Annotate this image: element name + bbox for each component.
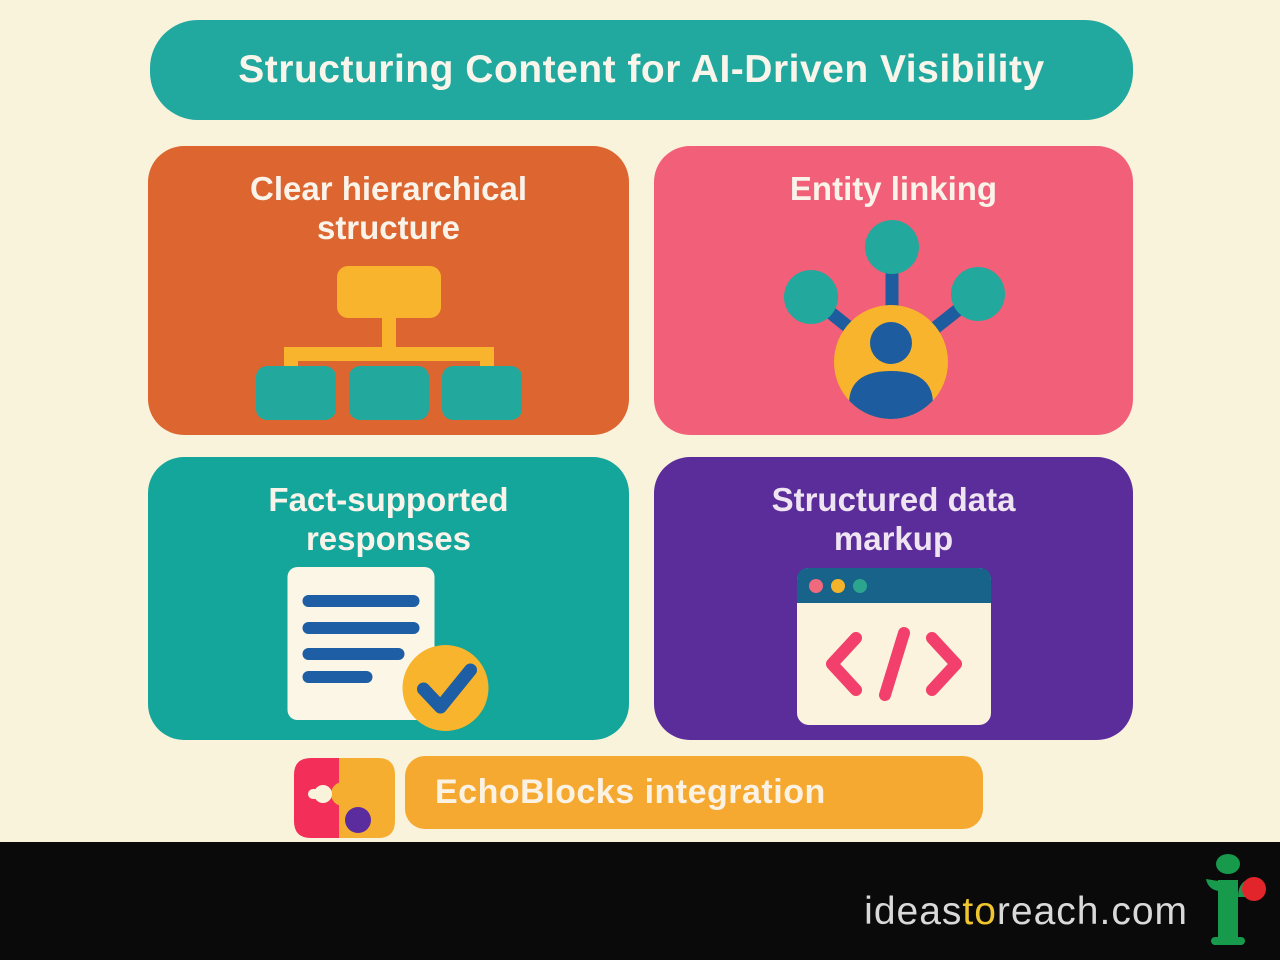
- footer-domain-reach: reach.com: [996, 890, 1188, 933]
- card-title: Structured data markup: [771, 481, 1016, 557]
- entity-network-icon: [783, 220, 1005, 419]
- banner-label: EchoBlocks integration: [435, 773, 826, 811]
- footer-bar: ideastoreach.com: [0, 842, 1280, 960]
- card-structured-data-markup: Structured data markup: [654, 457, 1133, 740]
- window-dot-teal: [852, 579, 867, 593]
- card-title: Entity linking: [789, 170, 998, 207]
- title-banner: Structuring Content for AI-Driven Visibi…: [150, 20, 1133, 120]
- footer-domain-ideas: ideas: [864, 890, 963, 933]
- document-check-icon: [287, 567, 488, 731]
- card-entity-linking: Entity linking: [654, 146, 1133, 435]
- card-title: Fact-supported responses: [268, 481, 509, 557]
- org-chart-icon: [255, 266, 522, 420]
- window-dot-pink: [808, 579, 823, 593]
- website-url: ideastoreach.com: [864, 890, 1188, 934]
- echoblocks-banner: EchoBlocks integration: [405, 756, 983, 829]
- code-brackets-glyph: [825, 627, 962, 701]
- ideastoreach-logo: [1206, 854, 1266, 945]
- code-window-icon: [796, 568, 991, 725]
- puzzle-icon: [294, 758, 395, 838]
- page-title: Structuring Content for AI-Driven Visibi…: [238, 48, 1045, 91]
- window-dot-yellow: [830, 579, 845, 593]
- card-title: Clear hierarchical structure: [250, 170, 527, 246]
- card-fact-supported-responses: Fact-supported responses: [148, 457, 629, 740]
- footer-domain-to: to: [962, 890, 997, 933]
- card-clear-hierarchical-structure: Clear hierarchical structure: [148, 146, 629, 435]
